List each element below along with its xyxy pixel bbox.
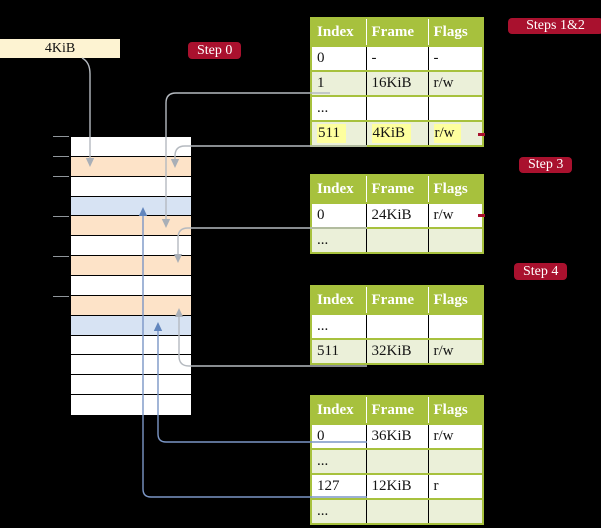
table-row: 0 - - [311,45,483,71]
cell-frame [365,95,428,121]
cell-flags [427,498,483,524]
memory-frame-row-orange [71,256,191,276]
cell-frame [365,498,428,524]
page-table-step-3: Index Frame Flags 0 24KiB r/w ... [310,174,484,254]
page-size-box: 4KiB [0,39,120,58]
cell-index: 0 [311,423,366,449]
cell-flags [427,313,483,339]
memory-frame-row-white [71,395,191,415]
memory-frame-row-white [71,335,191,356]
cell-flags [427,227,483,253]
memory-frame-row-blue [71,196,191,217]
table-row: 1 16KiB r/w [311,70,483,96]
column-header-frame: Frame [365,396,428,424]
cell-index: 511 [311,120,366,146]
table-row: ... [311,498,483,524]
memory-frame-row-white [71,375,191,396]
table-row: 511 32KiB r/w [311,338,483,364]
cell-frame [365,227,428,253]
memory-tick [53,176,69,177]
cell-flags [427,448,483,474]
cell-frame [365,448,428,474]
cell-flags: r [427,473,483,499]
column-header-frame: Frame [365,175,428,203]
badge-steps-1-2: Steps 1&2 [508,18,601,34]
table-row: ... [311,227,483,253]
memory-tick [53,136,69,137]
cell-flags: r/w [427,338,483,364]
memory-tick [53,256,69,257]
cell-index: ... [311,313,366,339]
cell-index: 511 [311,338,366,364]
highlight: r/w [433,124,461,143]
cell-index: 127 [311,473,366,499]
memory-frame-row-white [71,355,191,376]
cell-index: ... [311,95,366,121]
table-header-row: Index Frame Flags [311,175,483,203]
cell-index: ... [311,227,366,253]
memory-tick [53,296,69,297]
column-header-frame: Frame [365,286,428,314]
table-row: 0 36KiB r/w [311,423,483,449]
table-row-highlighted: 511 4KiB r/w [311,120,483,146]
column-header-flags: Flags [427,396,483,424]
cell-flags: r/w [427,70,483,96]
cell-frame: 24KiB [365,202,428,228]
memory-frame-row-white [71,137,191,157]
cell-frame: 4KiB [365,120,428,146]
cell-index: 0 [311,45,366,71]
cell-index: ... [311,498,366,524]
memory-frame-row-orange [71,156,191,177]
highlight: 511 [317,124,346,143]
cell-frame: 36KiB [365,423,428,449]
column-header-flags: Flags [427,175,483,203]
cell-flags [427,95,483,121]
memory-frame-row-blue [71,315,191,336]
cell-index: ... [311,448,366,474]
cell-frame [365,313,428,339]
page-table-step-4-lower: Index Frame Flags 0 36KiB r/w ... 127 [310,395,484,525]
table-row: ... [311,95,483,121]
physical-memory-stack [70,136,192,416]
cell-flags: - [427,45,483,71]
page-table-steps-1-2: Index Frame Flags 0 - - 1 16KiB r/w ... [310,17,484,147]
cell-flags: r/w [427,423,483,449]
column-header-flags: Flags [427,286,483,314]
memory-frame-row-orange [71,295,191,316]
badge-step-0: Step 0 [188,42,242,59]
memory-frame-row-white [71,236,191,257]
table-row: ... [311,313,483,339]
memory-tick [53,156,69,157]
table-header-row: Index Frame Flags [311,286,483,314]
page-table-step-4-upper: Index Frame Flags ... 511 32KiB r/w [310,285,484,365]
badge-step-4: Step 4 [514,263,568,280]
table-row: ... [311,448,483,474]
cell-flags: r/w [427,120,483,146]
cell-index: 1 [311,70,366,96]
table-header-row: Index Frame Flags [311,18,483,46]
table-row: 127 12KiB r [311,473,483,499]
table-row: 0 24KiB r/w [311,202,483,228]
highlight: 4KiB [371,124,412,143]
memory-tick [53,216,69,217]
cell-flags: r/w [427,202,483,228]
memory-frame-row-orange [71,216,191,237]
cell-frame: 32KiB [365,338,428,364]
column-header-index: Index [311,286,366,314]
column-header-index: Index [311,18,366,46]
memory-frame-row-white [71,176,191,197]
column-header-flags: Flags [427,18,483,46]
arrow-entry-511-4kib-to-frame-4kib [174,145,367,159]
column-header-frame: Frame [365,18,428,46]
table-header-row: Index Frame Flags [311,396,483,424]
column-header-index: Index [311,396,366,424]
memory-frame-row-white [71,276,191,296]
badge-step-3: Step 3 [519,157,573,173]
cell-index: 0 [311,202,366,228]
cell-frame: 16KiB [365,70,428,96]
cell-frame: 12KiB [365,473,428,499]
column-header-index: Index [311,175,366,203]
cell-frame: - [365,45,428,71]
